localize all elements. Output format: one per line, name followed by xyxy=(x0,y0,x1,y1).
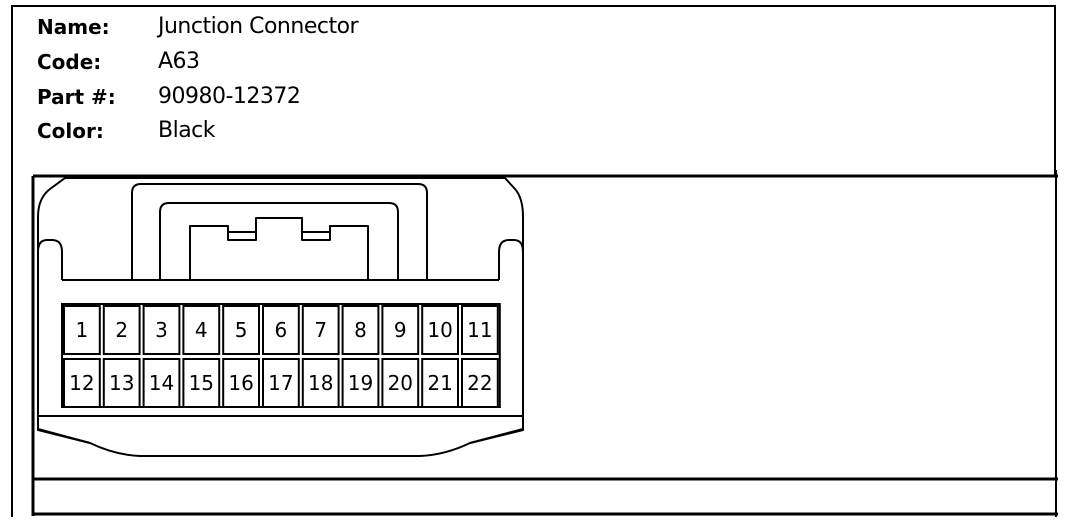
name-label: Name: xyxy=(37,15,110,39)
pin-cavity-13 xyxy=(102,358,141,408)
pin-number-13: 13 xyxy=(109,371,134,395)
pin-cavity-1 xyxy=(63,305,101,355)
part-number-value: 90980-12372 xyxy=(158,84,301,109)
color-label: Color: xyxy=(37,119,104,143)
pin-cavity-8 xyxy=(341,305,380,355)
pin-number-10: 10 xyxy=(427,318,452,342)
pin-cavity-22 xyxy=(461,358,499,408)
pin-cavity-6 xyxy=(262,305,300,355)
part-number-label: Part #: xyxy=(37,85,116,109)
pin-cavity-3 xyxy=(142,305,181,355)
pin-number-6: 6 xyxy=(275,318,288,342)
code-label: Code: xyxy=(37,50,102,74)
pin-cavity-21 xyxy=(421,358,460,408)
pin-number-14: 14 xyxy=(149,371,174,395)
pin-cavity-11 xyxy=(461,305,499,355)
pin-number-22: 22 xyxy=(467,371,492,395)
pin-cavity-14 xyxy=(142,358,181,408)
color-value: Black xyxy=(158,118,216,143)
pin-number-16: 16 xyxy=(228,371,253,395)
pin-number-12: 12 xyxy=(69,371,94,395)
code-value: A63 xyxy=(158,49,200,74)
pin-cavity-10 xyxy=(421,305,460,355)
pin-cavity-15 xyxy=(182,358,221,408)
pin-number-18: 18 xyxy=(308,371,333,395)
pin-cavity-20 xyxy=(381,358,420,408)
pin-cavity-9 xyxy=(381,305,420,355)
pin-number-3: 3 xyxy=(155,318,168,342)
pin-number-20: 20 xyxy=(388,371,413,395)
pin-number-5: 5 xyxy=(235,318,248,342)
pin-number-2: 2 xyxy=(115,318,128,342)
pin-number-15: 15 xyxy=(189,371,214,395)
pin-number-11: 11 xyxy=(467,318,492,342)
pin-number-17: 17 xyxy=(268,371,293,395)
pin-cavity-4 xyxy=(182,305,221,355)
pin-number-8: 8 xyxy=(354,318,367,342)
name-value: Junction Connector xyxy=(158,14,359,39)
pin-number-7: 7 xyxy=(314,318,327,342)
pin-number-1: 1 xyxy=(76,318,89,342)
connector-housing xyxy=(37,177,524,457)
pin-cavity-19 xyxy=(341,358,380,408)
diagram-frame xyxy=(11,170,1058,517)
pin-cavity-18 xyxy=(301,358,340,408)
pin-cavity-2 xyxy=(102,305,141,355)
pin-number-19: 19 xyxy=(348,371,373,395)
pin-cavity-7 xyxy=(301,305,340,355)
pin-number-9: 9 xyxy=(394,318,407,342)
pin-cavity-12 xyxy=(63,358,101,408)
pin-cavity-5 xyxy=(222,305,260,355)
header-frame xyxy=(11,5,1056,175)
pin-cavity-16 xyxy=(222,358,260,408)
pin-number-4: 4 xyxy=(195,318,208,342)
pin-number-21: 21 xyxy=(427,371,452,395)
pin-cavity-17 xyxy=(262,358,300,408)
